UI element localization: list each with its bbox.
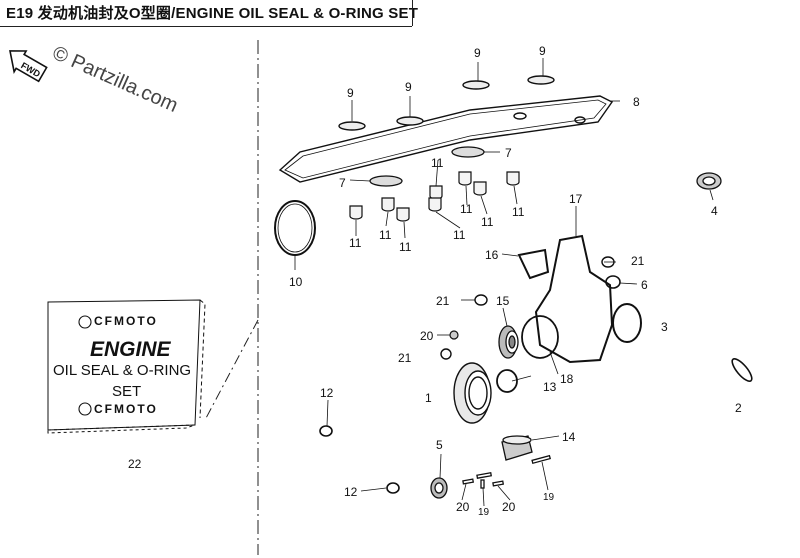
- bearing-15: [498, 325, 519, 359]
- callout-21: 21: [631, 254, 645, 268]
- callout-17: 17: [569, 192, 583, 206]
- small-seal-group: [462, 454, 552, 489]
- callout-11: 11: [349, 236, 362, 250]
- callout-11: 11: [453, 228, 466, 242]
- callout-20: 20: [420, 329, 434, 343]
- large-oil-seal-1: [453, 362, 492, 424]
- valve-stem-seal-group: [349, 171, 520, 222]
- callout-11: 11: [379, 228, 392, 242]
- callout-20: 20: [456, 500, 470, 514]
- package-brand-bottom: CFMOTO: [94, 402, 158, 416]
- package-leader-line: [204, 319, 259, 421]
- spark-plug-seal-group: [338, 75, 555, 131]
- callout-19: 19: [543, 492, 555, 503]
- callout-9: 9: [539, 44, 546, 58]
- callout-13: 13: [543, 380, 557, 394]
- oil-seal-14: [501, 435, 533, 461]
- package-title-oil-seal: OIL SEAL & O-RING: [53, 362, 192, 379]
- callout-19: 19: [478, 507, 490, 518]
- callout-16: 16: [485, 248, 499, 262]
- callout-7: 7: [505, 146, 512, 160]
- callout-21: 21: [436, 294, 450, 308]
- header-divider-horizontal: [0, 26, 412, 27]
- callout-11: 11: [481, 215, 494, 229]
- cover-gasket-17: [534, 234, 614, 364]
- washer-20: [449, 330, 459, 340]
- callout-10: 10: [289, 275, 303, 289]
- callout-20: 20: [502, 500, 516, 514]
- callout-11: 11: [431, 156, 444, 170]
- o-ring-18: [521, 315, 559, 359]
- callout-7: 7: [339, 176, 346, 190]
- callout-15: 15: [496, 294, 510, 308]
- callout-22: 22: [128, 457, 142, 471]
- callout-12: 12: [344, 485, 358, 499]
- cfmoto-logo-icon: [78, 315, 92, 416]
- header-divider-vertical: [412, 0, 413, 26]
- o-ring-13: [496, 369, 518, 393]
- callout-3: 3: [661, 320, 668, 334]
- package-brand-top: CFMOTO: [94, 314, 158, 328]
- gasket-16: [517, 248, 550, 280]
- o-ring-21-middle: [474, 294, 488, 306]
- callout-9: 9: [474, 46, 481, 60]
- callout-11: 11: [399, 240, 412, 254]
- leader-lines: [294, 58, 714, 507]
- callout-12: 12: [320, 386, 334, 400]
- callout-2: 2: [735, 401, 742, 415]
- o-ring-10: [274, 200, 316, 256]
- parts-package-22: [47, 299, 206, 434]
- valve-cover-gasket: [278, 95, 614, 183]
- o-ring-12-upper: [319, 425, 333, 437]
- fwd-arrow-icon: FWD: [9, 50, 48, 83]
- o-ring-12-lower: [386, 482, 400, 494]
- oil-seal-5: [430, 477, 448, 499]
- callout-14: 14: [562, 430, 576, 444]
- o-ring-3: [612, 303, 642, 343]
- callout-8: 8: [633, 95, 640, 109]
- package-title-engine: ENGINE: [90, 338, 171, 361]
- callout-6: 6: [641, 278, 648, 292]
- cam-plug-seal-group: [369, 146, 485, 187]
- package-title-set: SET: [112, 383, 142, 400]
- oil-seal-4: [696, 172, 722, 190]
- callout-5: 5: [436, 438, 443, 452]
- callout-18: 18: [560, 372, 574, 386]
- callout-11: 11: [460, 202, 473, 216]
- callout-9: 9: [405, 80, 412, 94]
- callout-1: 1: [425, 391, 432, 405]
- o-ring-21-lower: [440, 348, 452, 360]
- gasket-2: [731, 358, 753, 382]
- callout-11: 11: [512, 205, 525, 219]
- diagram-title: E19 发动机油封及O型圈/ENGINE OIL SEAL & O-RING S…: [6, 5, 419, 22]
- o-ring-6: [605, 275, 621, 289]
- callout-4: 4: [711, 204, 718, 218]
- callout-21: 21: [398, 351, 412, 365]
- callout-9: 9: [347, 86, 354, 100]
